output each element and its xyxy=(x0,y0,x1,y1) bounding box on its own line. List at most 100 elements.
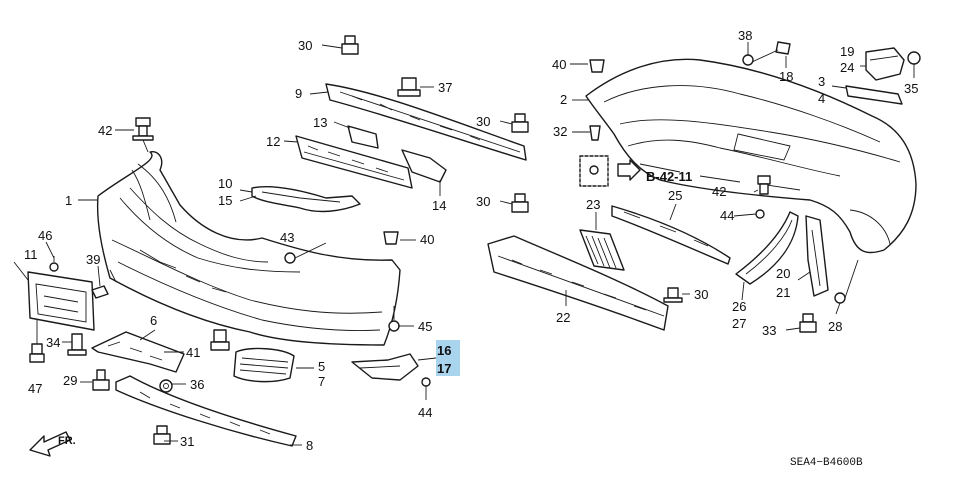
bolt-29 xyxy=(92,369,110,391)
callout-33: 33 xyxy=(762,323,776,338)
holder-13 xyxy=(333,121,379,149)
callout-11: 11 xyxy=(24,247,38,262)
screw-46 xyxy=(49,256,59,272)
callout-15: 15 xyxy=(218,193,232,208)
callout-16: 16 xyxy=(437,343,451,358)
callout-38: 38 xyxy=(738,28,752,43)
screw-44-rear xyxy=(755,209,765,219)
callout-5: 5 xyxy=(318,359,325,374)
callout-6: 6 xyxy=(150,313,157,328)
bolt-30-mid xyxy=(499,113,529,133)
callout-39: 39 xyxy=(86,252,100,267)
callout-43: 43 xyxy=(280,230,294,245)
callout-42-front: 42 xyxy=(98,123,112,138)
callout-44-front: 44 xyxy=(418,405,432,420)
clip-40-front xyxy=(383,231,399,245)
callout-37: 37 xyxy=(438,80,452,95)
callout-10: 10 xyxy=(218,176,232,191)
bracket-16-17 xyxy=(351,353,437,381)
callout-24: 24 xyxy=(840,60,854,75)
under-shield-6 xyxy=(91,329,185,373)
rear-beam-22 xyxy=(487,235,669,331)
lower-spoiler-8 xyxy=(115,375,297,447)
callout-40-front: 40 xyxy=(420,232,434,247)
callout-4: 4 xyxy=(818,91,825,106)
clip-41 xyxy=(210,329,230,351)
clip-35 xyxy=(907,51,921,78)
callout-29: 29 xyxy=(63,373,77,388)
bolt-30-top xyxy=(321,35,359,55)
bracket-25 xyxy=(611,205,731,265)
bolt-33 xyxy=(799,313,817,333)
callout-22: 22 xyxy=(556,310,570,325)
callout-36: 36 xyxy=(190,377,204,392)
screw-38 xyxy=(742,42,754,66)
bolt-47 xyxy=(29,320,45,363)
callout-45: 45 xyxy=(418,319,432,334)
clip-39 xyxy=(91,265,109,299)
callout-31: 31 xyxy=(180,434,194,449)
bracket-19-24 xyxy=(865,47,905,81)
bolt-30-low xyxy=(499,193,529,213)
callout-14: 14 xyxy=(432,198,446,213)
callout-8: 8 xyxy=(306,438,313,453)
absorber-12 xyxy=(283,135,413,189)
callout-30-rear: 30 xyxy=(694,287,708,302)
callout-12: 12 xyxy=(266,134,280,149)
callout-23: 23 xyxy=(586,197,600,212)
callout-35: 35 xyxy=(904,81,918,96)
bracket-26-27 xyxy=(735,211,799,301)
fog-grille-5 xyxy=(233,347,295,383)
leader-lines xyxy=(13,49,866,446)
callout-34: 34 xyxy=(46,335,60,350)
callout-30-mid: 30 xyxy=(476,114,490,129)
screw-28 xyxy=(834,259,859,315)
callout-19: 19 xyxy=(840,44,854,59)
front-beam-9 xyxy=(309,83,527,161)
callout-47: 47 xyxy=(28,381,42,396)
nut-36 xyxy=(159,379,173,393)
clip-42-front xyxy=(132,117,154,153)
callout-20: 20 xyxy=(776,266,790,281)
reference-box xyxy=(579,155,641,187)
reference-label: B-42-11 xyxy=(646,169,692,184)
callout-1: 1 xyxy=(65,193,72,208)
direction-label: FR. xyxy=(58,435,76,447)
rear-bumper-face xyxy=(572,58,917,254)
callout-2: 2 xyxy=(560,92,567,107)
clip-40-rear xyxy=(589,59,605,73)
bolt-30-rear xyxy=(663,287,690,303)
callout-18: 18 xyxy=(779,69,793,84)
callout-44-rear: 44 xyxy=(720,208,734,223)
callout-46: 46 xyxy=(38,228,52,243)
clip-34 xyxy=(67,333,87,356)
screw-44-front xyxy=(421,377,431,400)
bracket-14 xyxy=(401,149,447,196)
callout-26: 26 xyxy=(732,299,746,314)
callout-7: 7 xyxy=(318,374,325,389)
callout-27: 27 xyxy=(732,316,746,331)
absorber-23 xyxy=(579,229,625,271)
callout-40-rear: 40 xyxy=(552,57,566,72)
callout-17: 17 xyxy=(437,361,451,376)
callout-41: 41 xyxy=(186,345,200,360)
callout-16-17-highlight xyxy=(436,340,460,376)
reflector-3-4 xyxy=(831,85,903,105)
callout-32: 32 xyxy=(553,124,567,139)
bolt-31 xyxy=(153,425,171,445)
front-direction-arrow xyxy=(29,431,71,457)
callout-30-low: 30 xyxy=(476,194,490,209)
callout-21: 21 xyxy=(776,285,790,300)
callout-28: 28 xyxy=(828,319,842,334)
clip-18 xyxy=(775,41,791,55)
clip-32 xyxy=(589,125,601,141)
screw-43 xyxy=(284,242,327,264)
callout-42-rear: 42 xyxy=(712,184,726,199)
license-bracket xyxy=(27,271,95,331)
front-bumper-face xyxy=(96,151,401,346)
callout-3: 3 xyxy=(818,74,825,89)
callout-13: 13 xyxy=(313,115,327,130)
callout-labels: 1 2 3 4 5 6 7 8 9 10 11 12 13 14 15 16 1… xyxy=(24,28,918,469)
